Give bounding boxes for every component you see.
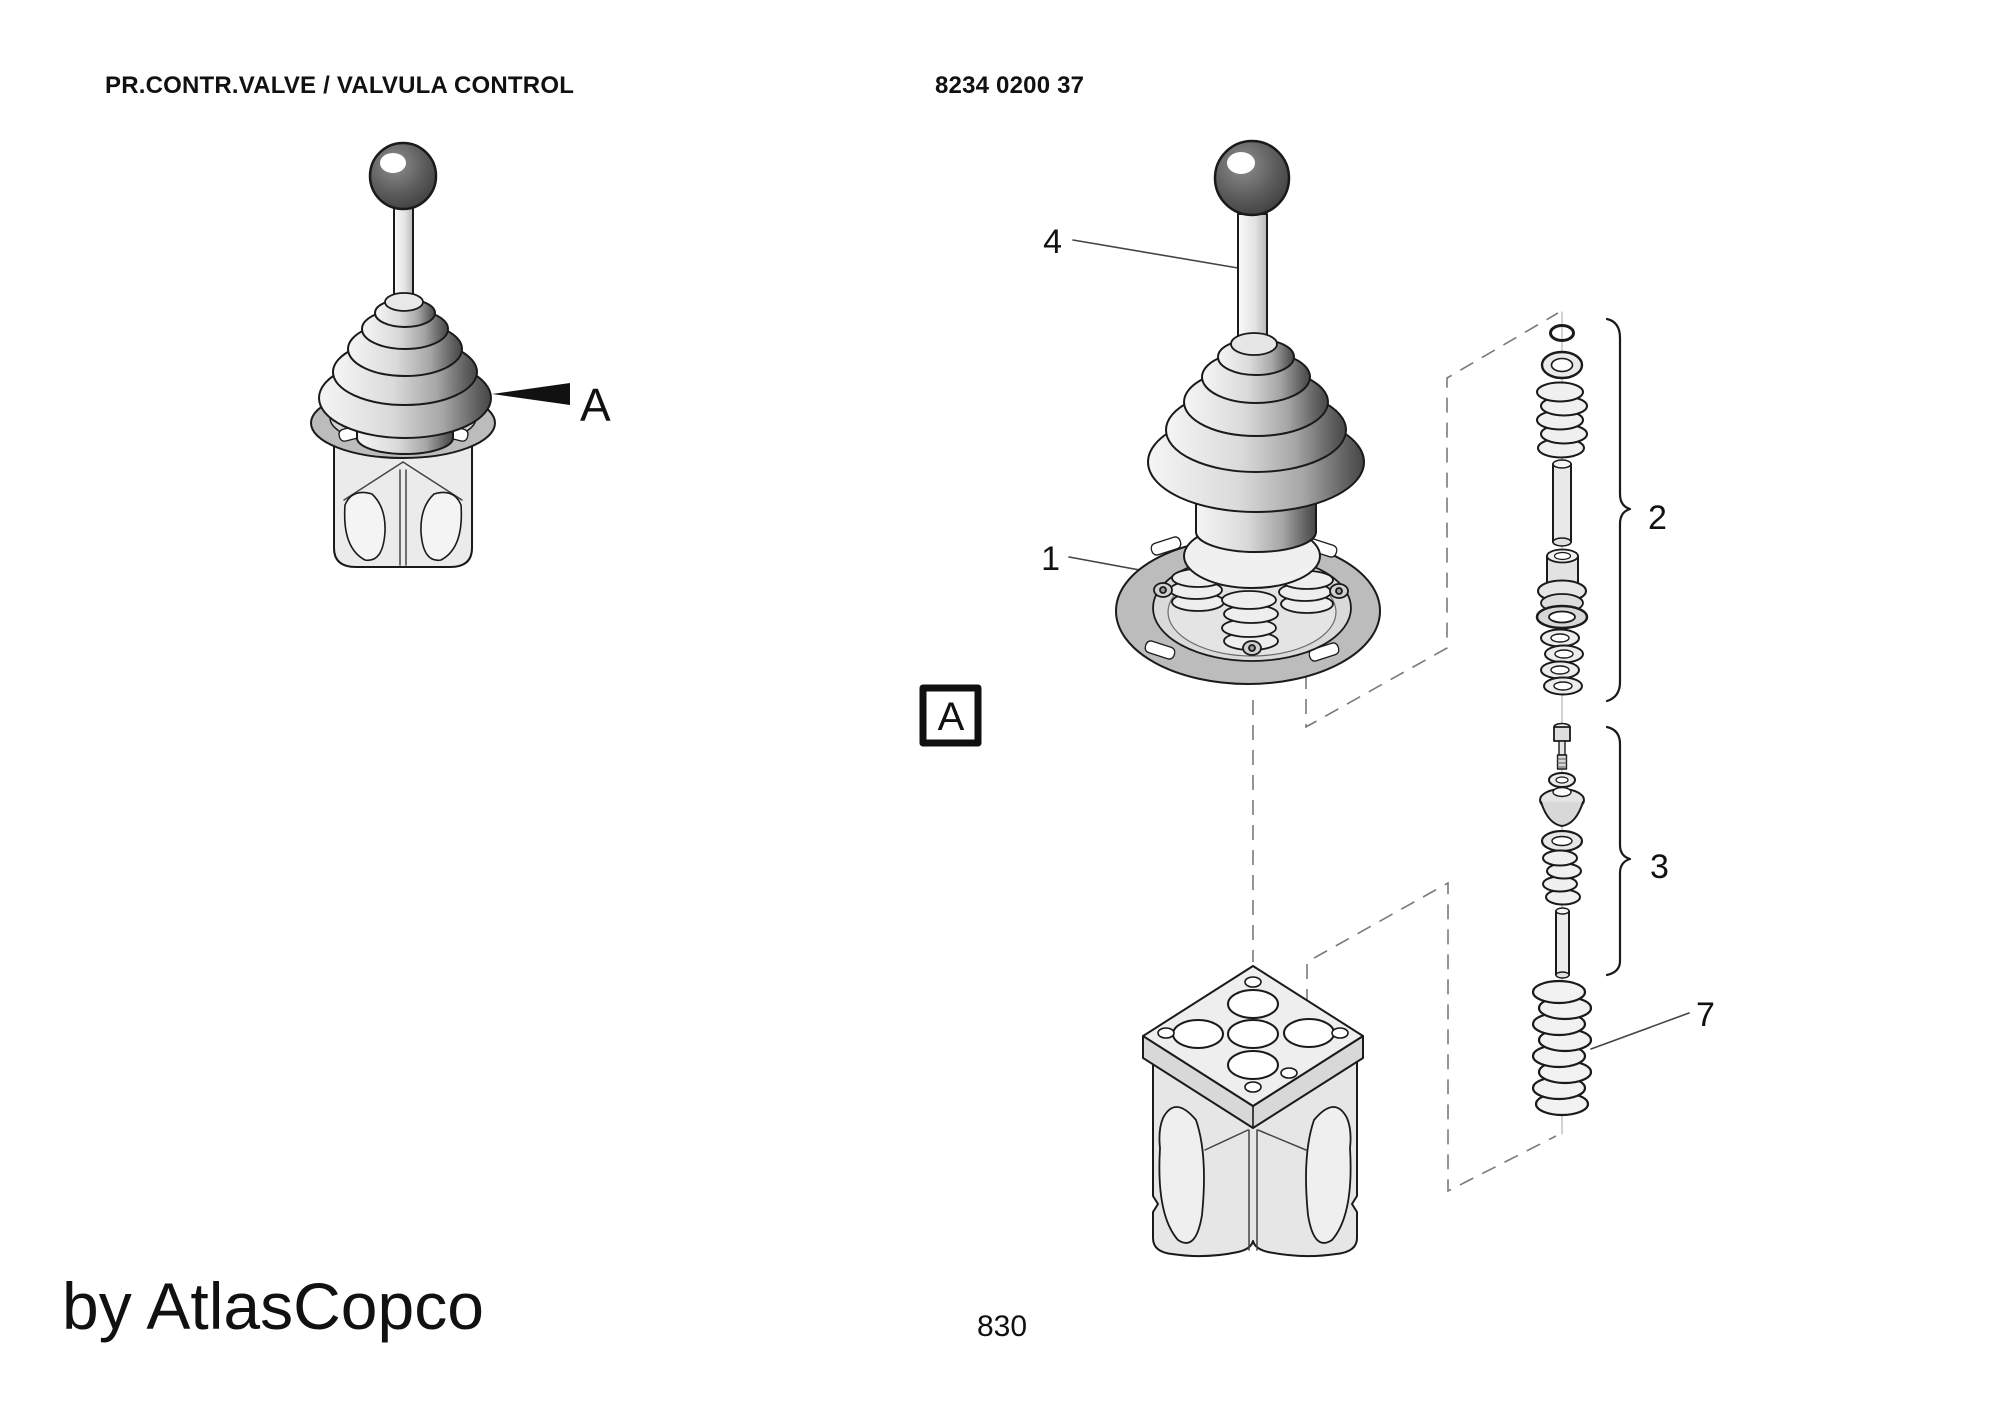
washer-small-hole: [1555, 776, 1569, 784]
callout-flange: 1: [1041, 540, 1060, 578]
lever-stem-small: [393, 204, 414, 308]
part-number: 8234 0200 37: [935, 72, 1085, 99]
poppet-top: [1552, 786, 1572, 798]
poppet-cone: [1540, 801, 1584, 827]
valve-body-cutout-right: [420, 491, 463, 562]
detail-view-letter: A: [938, 695, 965, 739]
bellows: [1147, 338, 1365, 513]
bellows-collar-small: [384, 292, 424, 312]
assembled-view-letter: A: [580, 379, 611, 431]
callout-group-2: 2: [1648, 499, 1667, 537]
screw-thread-lines: [1557, 758, 1567, 768]
pilot-pin: [1555, 910, 1570, 976]
valve-block-body: [1152, 1055, 1358, 1258]
washer-upper-hole: [1550, 357, 1574, 373]
plug-cylinder-bore: [1553, 551, 1572, 561]
lever-stem: [1237, 213, 1268, 350]
lever-knob: [1213, 139, 1291, 217]
knob-highlight: [1227, 152, 1255, 174]
bellows-small: [318, 298, 492, 439]
valve-body-facet: [343, 461, 463, 566]
valve-block: [1142, 965, 1364, 1258]
pilot-pin-bottom: [1555, 971, 1570, 979]
exploded-joystick: 4 1 A: [919, 139, 1381, 747]
flange-slot-nw: [1150, 536, 1182, 556]
knob-highlight-small: [380, 153, 406, 173]
spool-pin-top: [1552, 459, 1572, 469]
page-title: PR.CONTR.VALVE / VALVULA CONTROL: [105, 72, 575, 99]
brace-group-3: [1605, 725, 1632, 977]
flange-slot-sw: [1144, 640, 1176, 660]
main-spring: [1531, 979, 1593, 1117]
callout-main-spring: 7: [1696, 996, 1715, 1034]
seal-ring-stack: [1540, 628, 1584, 696]
assembled-joystick-figure: A: [310, 141, 611, 568]
dashed-link-lower: [1306, 881, 1557, 1193]
pilot-pin-top: [1555, 907, 1570, 915]
callout-leader-spring: [1590, 1012, 1690, 1050]
callout-group-3: 3: [1650, 848, 1669, 886]
block-cutout-right: [1305, 1106, 1352, 1244]
detail-view-box: [919, 684, 982, 747]
callout-leader-lever: [1072, 239, 1239, 269]
screw-thread: [1556, 754, 1568, 770]
bellows-collar: [1230, 332, 1278, 356]
cartridge-parts-column: 2 3: [1531, 311, 1715, 1135]
brand-text: by AtlasCopco: [62, 1269, 484, 1343]
detail-arrow-icon: [492, 383, 570, 405]
flange-screws: [1153, 582, 1349, 656]
o-ring-large-hole: [1548, 610, 1576, 624]
page-number: 830: [977, 1310, 1028, 1343]
valve-body-cutout-left: [343, 491, 386, 562]
spring-lower: [1542, 849, 1582, 906]
block-ports: [1172, 989, 1335, 1080]
block-cutout-left: [1158, 1106, 1205, 1244]
circlip-ring: [1549, 324, 1575, 342]
spool-pin: [1552, 463, 1572, 543]
flange-spring-center: [1221, 590, 1279, 651]
projection-dashed-lines: [1252, 312, 1559, 1193]
washer-lower-hole: [1551, 835, 1573, 847]
lever-knob-small: [368, 141, 438, 211]
callout-lever: 4: [1043, 223, 1062, 261]
brace-group-2: [1605, 317, 1632, 703]
block-facet-lines: [1204, 1129, 1307, 1251]
screw-shank: [1558, 740, 1566, 756]
spool-pin-bottom: [1552, 537, 1572, 547]
flange-spring-left: [1169, 568, 1225, 612]
spring-upper: [1536, 381, 1588, 459]
screw-head: [1553, 726, 1571, 742]
dashed-link-upper: [1305, 312, 1559, 729]
block-bolt-holes: [1157, 976, 1349, 1093]
